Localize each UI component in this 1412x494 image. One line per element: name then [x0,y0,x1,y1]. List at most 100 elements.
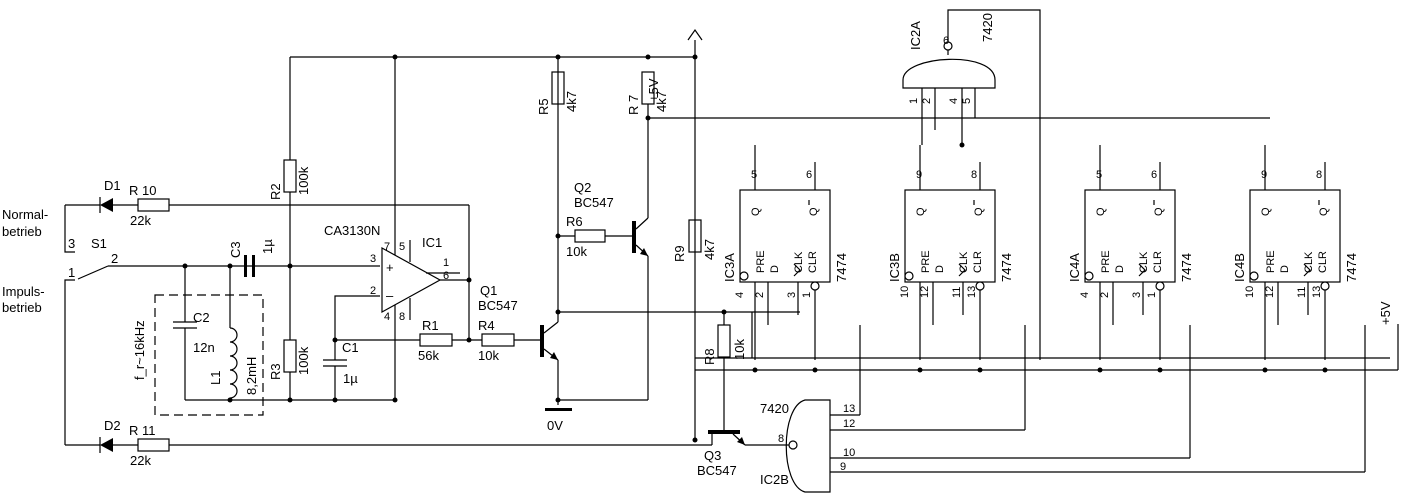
svg-text:100k: 100k [296,346,311,375]
svg-text:10k: 10k [732,339,747,360]
switch-name: S1 [91,236,107,251]
svg-text:L1: L1 [208,371,223,385]
ff-name: IC3A [722,253,737,282]
ff-pin-qn: 8 [971,169,977,181]
svg-text:R9: R9 [672,245,687,262]
svg-text:R6: R6 [566,214,583,229]
resistor-r9: R9 4k7 [672,219,717,262]
svg-text:–: – [386,288,394,303]
svg-text:1µ: 1µ [343,371,358,386]
ff-pin-clk: 11 [1296,287,1308,298]
ff-pin-qn: 8 [1316,169,1322,181]
resistor-r3: R3 100k [268,339,311,403]
ff-pin-pre: 10 [899,286,911,298]
svg-text:4: 4 [948,98,960,104]
svg-text:8,2mH: 8,2mH [244,357,259,395]
ff-pin-pre: 4 [734,292,746,298]
lc-tank: C2 12n L1 8,2mH f_r~16kHz [132,263,395,416]
svg-text:4: 4 [384,311,390,323]
svg-text:22k: 22k [130,453,151,468]
ff-pin-q: 9 [1261,169,1267,181]
svg-text:8: 8 [399,311,405,323]
ff-pin-clr: 1 [801,292,813,298]
svg-text:7420: 7420 [760,401,789,416]
ff-name: IC4A [1067,253,1082,282]
ff-pin-qn: 6 [806,169,812,181]
svg-text:R8: R8 [702,348,717,365]
svg-text:2: 2 [370,285,376,297]
ff-label-qbar: Q [1318,207,1330,216]
ff-label-clr: CLR [807,251,819,273]
resistor-r11: R 11 22k [113,423,712,468]
ff-part: 7474 [1344,253,1359,282]
resistor-r7: R 7 4k7 [626,71,1270,121]
switch-pin2: 2 [111,251,118,266]
svg-text:BC547: BC547 [574,195,614,210]
svg-text:8: 8 [778,433,784,445]
resistor-r1: R1 56k [335,318,482,363]
resonance-label: f_r~16kHz [132,320,147,380]
ff-label-q: Q [1260,207,1272,216]
ff-label-d: D [1114,265,1126,273]
ff-label-pre: PRE [920,250,932,273]
gate-ic2b: 13 12 10 9 8 7420 IC2B [760,325,1366,493]
ff-label-clk: CLK [1303,251,1315,273]
ff-label-clk: CLK [1138,251,1150,273]
svg-text:IC1: IC1 [422,235,442,250]
resistor-r8: R8 10k [702,309,747,430]
svg-text:3: 3 [370,253,376,265]
ff-label-clr: CLR [1317,251,1329,273]
ground-label: 0V [547,418,563,433]
svg-text:1µ: 1µ [260,239,275,254]
ff-label-clk: CLK [793,251,805,273]
mode-pulse-label-2: betrieb [2,300,42,315]
ff-pin-qn: 6 [1151,169,1157,181]
ff-part: 7474 [834,253,849,282]
svg-text:2: 2 [921,98,933,104]
ff-pin-clr: 13 [966,286,978,298]
ff-pin-clr: 13 [1311,286,1323,298]
svg-text:4k7: 4k7 [564,91,579,112]
diode-d1: D1 [65,178,121,213]
ff-pin-q: 5 [1096,169,1102,181]
ff-name: IC3B [887,253,902,282]
svg-text:C1: C1 [342,340,359,355]
gate-ic2a: 6 1 2 4 5 IC2A 7420 [902,9,1041,360]
ff-label-pre: PRE [1100,250,1112,273]
switch-pin1: 1 [68,265,75,280]
resistor-r4: R4 10k [478,318,540,363]
capacitor-c3: C3 1µ [228,239,275,277]
ff-pin-clk: 11 [951,287,963,298]
switch-pin3: 3 [68,236,75,251]
ff-pin-q: 5 [751,169,757,181]
transistor-q1: 0V Q1 BC547 [478,57,800,433]
svg-text:CA3130N: CA3130N [324,223,380,238]
svg-text:R 11: R 11 [129,423,156,438]
svg-text:6: 6 [443,270,449,282]
ff-part: 7474 [1179,253,1194,282]
opamp-ic1: + – 3 2 7 5 4 8 1 6 CA3130N IC1 [324,57,472,403]
ff-label-clr: CLR [972,251,984,273]
svg-text:C2: C2 [193,310,210,325]
svg-text:7: 7 [384,241,390,253]
ff-pin-pre: 10 [1244,286,1256,298]
svg-text:R3: R3 [268,363,283,380]
svg-text:10k: 10k [566,244,587,259]
svg-text:9: 9 [840,461,846,473]
ff-label-qbar: Q [973,207,985,216]
right-supply: +5V [695,301,1399,371]
resistor-r2: R2 100k [268,159,311,340]
svg-text:R5: R5 [536,98,551,115]
svg-text:IC2A: IC2A [908,21,923,50]
ff-pin-d: 2 [1099,292,1111,298]
svg-text:10k: 10k [478,348,499,363]
ff-label-pre: PRE [755,250,767,273]
ff-pin-clr: 1 [1146,292,1158,298]
svg-text:Q3: Q3 [704,448,721,463]
svg-text:1: 1 [443,257,449,269]
svg-text:BC547: BC547 [478,298,518,313]
svg-text:IC2B: IC2B [760,472,789,487]
